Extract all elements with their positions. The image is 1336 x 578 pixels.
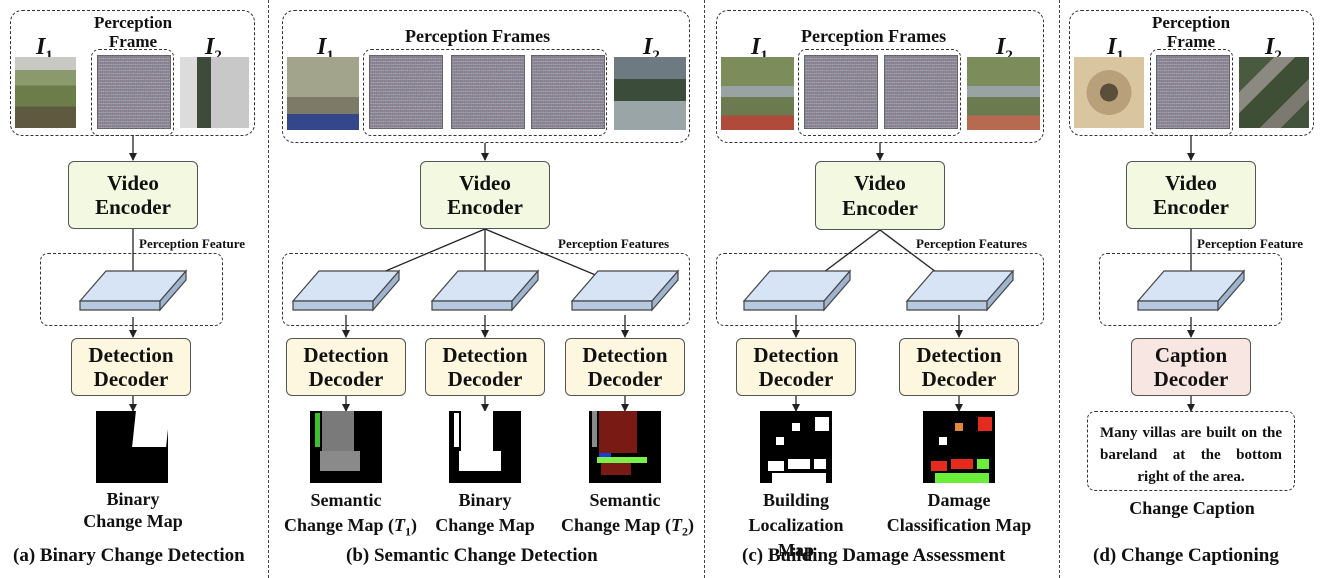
panel-a-binary-change-map <box>96 411 170 483</box>
panel-b-i1-label: I1 <box>317 34 334 64</box>
panel-c-image-t1 <box>721 57 794 130</box>
feature-slab-b-3 <box>570 269 680 312</box>
panel-d-video-encoder: Video Encoder <box>1126 161 1256 229</box>
panel-d-caption-decoder: Caption Decoder <box>1131 338 1251 396</box>
panel-b-output-3-line1: Semantic <box>589 490 661 510</box>
panel-b-caption: (b) Semantic Change Detection <box>346 545 598 566</box>
panel-b-frames-group <box>282 10 690 143</box>
panel-a-image-t1 <box>15 57 76 128</box>
panel-b-frame-title: Perception Frames <box>405 26 551 46</box>
panel-b-output-1-label: Semantic Change Map (T1) <box>284 488 418 545</box>
panel-c-detection-decoder-1: Detection Decoder <box>736 338 856 396</box>
panel-d-frame-title: Perception Frame <box>1151 13 1231 51</box>
panel-d-i1-label: I1 <box>1107 34 1124 64</box>
panel-c-feature-label: Perception Features <box>916 236 1028 251</box>
panel-a-perception-frame <box>97 55 171 129</box>
panel-b-perception-frame-1 <box>369 55 443 129</box>
panel-c-output-2-label: Damage Classification Map <box>886 490 1032 535</box>
panel-c-perception-frame-1 <box>804 55 878 129</box>
panel-b-output-3-line2: Change Map (T2) <box>561 515 695 539</box>
panel-b-output-1-line2: Change Map (T1) <box>284 515 418 539</box>
panel-a-video-encoder: Video Encoder <box>68 161 198 229</box>
panel-b-semantic-change-map-t1 <box>310 411 382 483</box>
panel-d-caption-box: Many villas are built on the bareland at… <box>1087 411 1295 491</box>
panel-c-image-t2 <box>967 57 1040 130</box>
panel-d-feature-group <box>1099 253 1282 326</box>
panel-c-perception-frame-2 <box>884 55 958 129</box>
panel-b-image-t1 <box>287 57 359 130</box>
panel-b-i2-label: I2 <box>643 34 660 64</box>
panel-a-frame-title: Perception Frame <box>93 13 173 51</box>
panel-a-i1-label: I1 <box>36 34 53 64</box>
panel-b-feature-group <box>282 253 690 326</box>
panel-d-image-t1 <box>1074 57 1144 128</box>
panel-a-image-t2 <box>180 57 249 128</box>
panel-d-caption-text: Many villas are built on the bareland at… <box>1100 425 1282 485</box>
separator-cd <box>1059 0 1060 578</box>
panel-b-binary-change-map <box>449 411 521 483</box>
feature-slab-b-1 <box>291 269 401 312</box>
panel-b-feature-label: Perception Features <box>558 236 670 251</box>
panel-b-detection-decoder-3: Detection Decoder <box>565 338 685 396</box>
panel-a-output-label: Binary Change Map <box>83 489 183 531</box>
feature-slab-d <box>1136 269 1246 312</box>
panel-a-perception-frame-group <box>91 49 174 136</box>
panel-a-i2-label: I2 <box>205 34 222 64</box>
panel-b-perception-frame-2 <box>451 55 525 129</box>
panel-b-detection-decoder-2: Detection Decoder <box>425 338 545 396</box>
panel-b-output-3-label: Semantic Change Map (T2) <box>561 488 695 545</box>
panel-c-i2-label: I2 <box>996 34 1013 64</box>
panel-c-frame-title: Perception Frames <box>801 26 947 46</box>
feature-slab-b-2 <box>430 269 540 312</box>
panel-c-damage-classification-map <box>923 411 995 483</box>
panel-d-perception-frame-group <box>1150 49 1233 136</box>
panel-d-caption: (d) Change Captioning <box>1093 545 1279 566</box>
panel-c-perception-frames-group <box>798 49 961 136</box>
feature-slab-c-2 <box>905 269 1015 312</box>
panel-c-output-1-label: Building Localization Map <box>748 490 844 560</box>
panel-c-video-encoder: Video Encoder <box>815 161 945 230</box>
feature-slab-c-1 <box>742 269 852 312</box>
feature-slab-a <box>78 269 188 312</box>
panel-b-video-encoder: Video Encoder <box>420 161 550 229</box>
panel-a-detection-decoder: Detection Decoder <box>71 338 191 396</box>
panel-c-frames-group <box>716 10 1044 143</box>
panel-a-feature-label: Perception Feature <box>139 236 246 251</box>
panel-c-building-localization-map <box>760 411 832 483</box>
panel-b-output-1-line1: Semantic <box>310 490 382 510</box>
panel-a-feature-group <box>40 253 223 326</box>
panel-b-semantic-change-map-t2 <box>589 411 661 483</box>
panel-b-perception-frames-group <box>363 49 607 136</box>
panel-b-detection-decoder-1: Detection Decoder <box>286 338 406 396</box>
panel-c-feature-group <box>716 253 1044 326</box>
panel-d-perception-frame <box>1156 55 1230 129</box>
panel-a-caption: (a) Binary Change Detection <box>13 545 245 566</box>
panel-d-feature-label: Perception Feature <box>1197 236 1304 251</box>
separator-ab <box>268 0 269 578</box>
panel-d-i2-label: I2 <box>1265 34 1282 64</box>
panel-c-i1-label: I1 <box>751 34 768 64</box>
panel-b-perception-frame-3 <box>531 55 605 129</box>
panel-d-image-t2 <box>1239 57 1309 128</box>
panel-b-output-2-label: Binary Change Map <box>435 490 535 535</box>
separator-bc <box>704 0 705 578</box>
panel-b-image-t2 <box>614 57 686 130</box>
panel-d-output-label: Change Caption <box>1129 498 1255 518</box>
panel-c-detection-decoder-2: Detection Decoder <box>899 338 1019 396</box>
panel-c-caption: (c) Building Damage Assessment <box>742 545 1006 566</box>
